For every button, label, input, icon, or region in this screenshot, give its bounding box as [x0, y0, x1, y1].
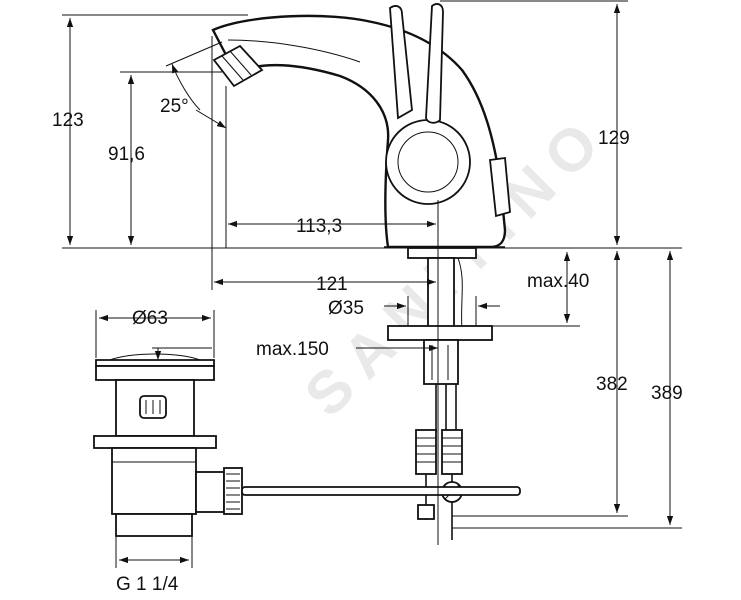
dim-overall-height: 123	[52, 110, 84, 131]
dim-spout-height: 91,6	[108, 144, 145, 165]
dim-waste-diameter: Ø63	[132, 308, 168, 329]
dim-below-height-2: 389	[651, 383, 683, 404]
dim-spout-angle: 25°	[160, 96, 189, 117]
dimension-lines	[62, 0, 682, 568]
mixer-body	[211, 3, 511, 249]
dim-waste-thread: G 1 1/4	[116, 574, 179, 595]
dim-spout-reach: 113,3	[296, 216, 342, 237]
dim-top-height: 129	[598, 128, 630, 149]
dim-max-pull-rod: max.150	[256, 339, 329, 360]
dim-base-to-spout: 121	[316, 274, 348, 295]
dim-max-thickness: max.40	[527, 271, 589, 292]
dim-below-height-1: 382	[596, 374, 628, 395]
waste-assembly	[93, 353, 521, 537]
dim-hole-diameter: Ø35	[328, 298, 364, 319]
